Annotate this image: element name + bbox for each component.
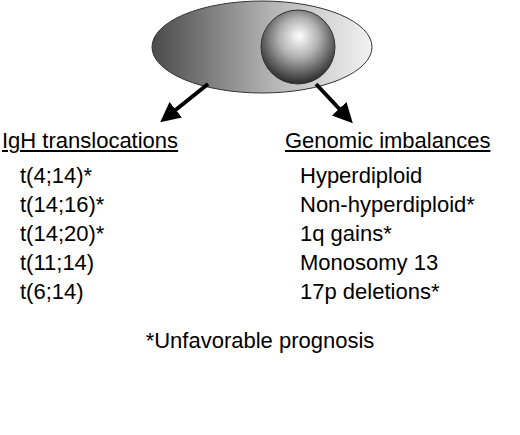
arrow-left — [168, 84, 208, 116]
translocation-item: t(6;14) — [20, 279, 84, 305]
translocation-item: t(14;20)* — [20, 221, 104, 247]
arrow-right — [316, 84, 346, 116]
imbalance-item: Monosomy 13 — [300, 250, 438, 276]
imbalance-item: Non-hyperdiploid* — [300, 192, 475, 218]
translocation-item: t(11;14) — [20, 250, 94, 276]
translocation-item: t(14;16)* — [20, 192, 104, 218]
plasma-cell — [152, 1, 372, 93]
translocation-item: t(4;14)* — [20, 163, 92, 189]
imbalance-item: Hyperdiploid — [300, 163, 422, 189]
imbalance-item: 17p deletions* — [300, 279, 439, 305]
imbalance-item: 1q gains* — [300, 221, 392, 247]
footnote: *Unfavorable prognosis — [0, 328, 520, 354]
column-heading: IgH translocations — [2, 128, 178, 154]
column-heading: Genomic imbalances — [285, 128, 490, 154]
cell-nucleus — [261, 10, 335, 84]
